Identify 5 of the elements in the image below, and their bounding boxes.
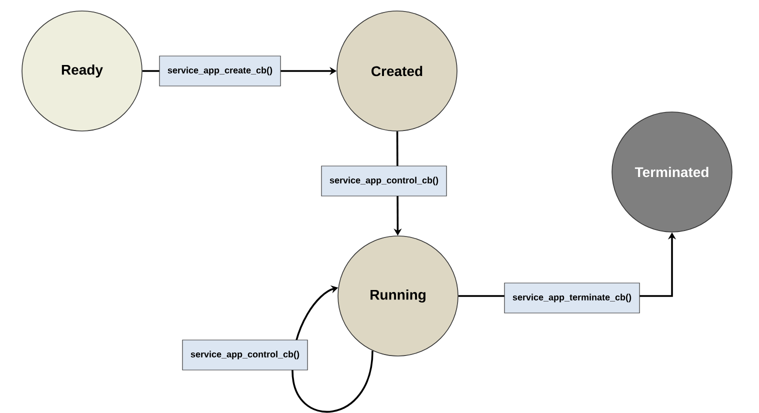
edge-label: service_app_create_cb() bbox=[159, 56, 281, 86]
arrow bbox=[292, 285, 374, 412]
edge-label: service_app_terminate_cb() bbox=[504, 282, 640, 314]
edge-label: service_app_control_cb() bbox=[321, 166, 447, 196]
edge-label: service_app_control_cb() bbox=[182, 340, 308, 370]
